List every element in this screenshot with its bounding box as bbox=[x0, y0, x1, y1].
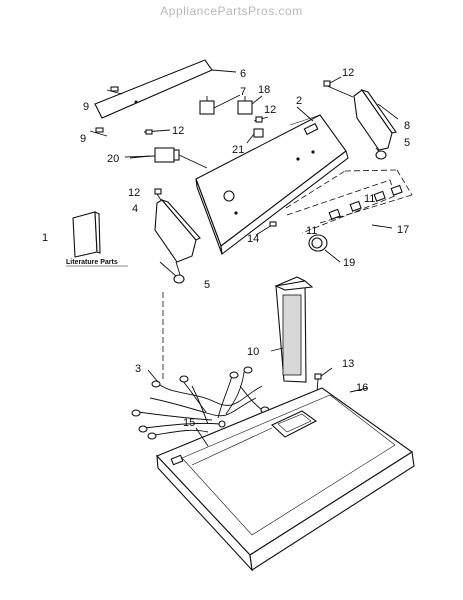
part-17-knob-group bbox=[285, 169, 413, 234]
callout-12-console: 12 bbox=[128, 187, 140, 199]
literature-parts-label: Literature Parts bbox=[66, 259, 118, 266]
part-12-screw-upper bbox=[253, 116, 269, 123]
callout-15: 15 bbox=[183, 417, 195, 429]
part-14-clip bbox=[255, 221, 277, 236]
callout-7: 7 bbox=[240, 86, 246, 98]
callout-9-bottom: 9 bbox=[80, 133, 86, 145]
part-3-wire-harness bbox=[131, 366, 270, 440]
callout-11-left: 11 bbox=[306, 225, 317, 237]
callout-11-right: 11 bbox=[364, 193, 375, 205]
callout-10: 10 bbox=[247, 346, 259, 358]
part-1-literature bbox=[66, 211, 128, 267]
callout-6: 6 bbox=[240, 68, 246, 80]
part-21-clip bbox=[246, 128, 264, 144]
part-4-end-cap bbox=[154, 198, 201, 284]
part-18-switch bbox=[237, 95, 263, 115]
callout-5-right: 5 bbox=[404, 137, 410, 149]
callout-2: 2 bbox=[296, 95, 302, 107]
callout-5-left: 5 bbox=[204, 279, 210, 291]
part-15-leader bbox=[195, 427, 209, 447]
part-7-switch bbox=[199, 94, 241, 115]
watermark: AppliancePartsPros.com bbox=[160, 4, 303, 18]
callout-12-upper: 12 bbox=[264, 104, 276, 116]
callout-1: 1 bbox=[42, 232, 48, 244]
part-12-screw-right bbox=[323, 76, 354, 98]
callout-17: 17 bbox=[397, 224, 409, 236]
callout-19: 19 bbox=[343, 257, 355, 269]
part-2-console bbox=[195, 106, 349, 256]
callout-20: 20 bbox=[107, 153, 119, 165]
part-19-knob bbox=[308, 234, 341, 263]
callout-12-right: 12 bbox=[342, 67, 354, 79]
callout-9-top: 9 bbox=[83, 101, 89, 113]
leader-5-left bbox=[159, 261, 177, 277]
callout-18: 18 bbox=[258, 84, 270, 96]
part-6-rear-panel bbox=[94, 59, 237, 119]
callout-13: 13 bbox=[342, 358, 354, 370]
callout-21: 21 bbox=[232, 144, 244, 156]
part-10-lint-screen bbox=[270, 276, 314, 383]
callout-16: 16 bbox=[356, 382, 368, 394]
callout-8: 8 bbox=[404, 120, 410, 132]
leader-20 bbox=[129, 155, 151, 159]
callout-4: 4 bbox=[132, 203, 138, 215]
part-9-screws bbox=[89, 86, 123, 137]
part-8-end-cap bbox=[353, 88, 399, 160]
callout-3: 3 bbox=[135, 363, 141, 375]
callout-12-left: 12 bbox=[172, 125, 184, 137]
part-20-switch bbox=[124, 129, 208, 169]
callout-14: 14 bbox=[247, 233, 259, 245]
part-16-top-panel bbox=[156, 387, 415, 572]
